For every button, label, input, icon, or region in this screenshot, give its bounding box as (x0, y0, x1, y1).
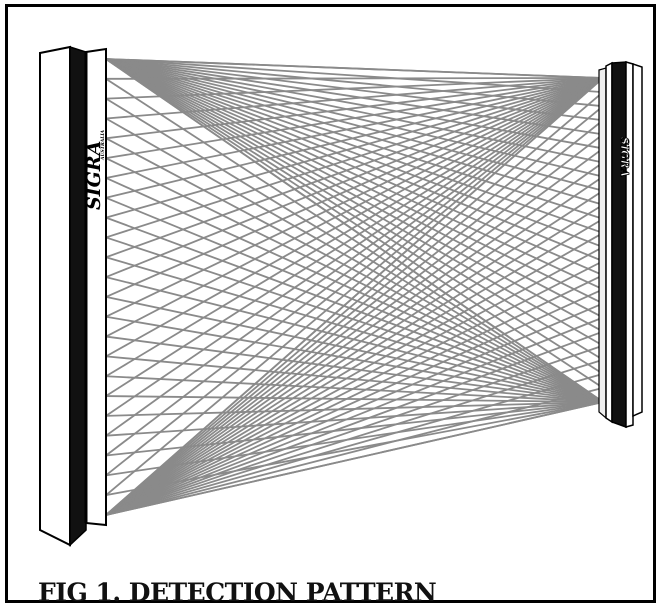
beam-line (105, 58, 604, 93)
right-post: SIGRA (598, 61, 643, 429)
beam-line (105, 78, 604, 403)
beam-line (105, 288, 604, 516)
beam-line (105, 58, 604, 347)
beam-line (105, 256, 604, 403)
beam-line (105, 401, 604, 457)
beam-line (105, 274, 604, 516)
beam-line (105, 58, 604, 122)
beam-line (105, 375, 604, 403)
beam-line (105, 58, 604, 389)
left-post: SIGRA AUSTRALIA (39, 45, 107, 547)
beam-line (105, 119, 604, 516)
beam-line (105, 77, 604, 417)
left-post-side-face (69, 45, 87, 547)
beam-line (105, 232, 604, 516)
beam-line (105, 315, 604, 403)
beam-line (105, 77, 604, 298)
right-post-back-face (632, 62, 643, 418)
beam-line (105, 358, 604, 516)
figure-caption: FIG 1. DETECTION PATTERN (38, 578, 437, 607)
beam-line (105, 133, 604, 516)
beam-line (105, 77, 604, 397)
beam-line (105, 401, 604, 497)
right-post-lens-strip (598, 67, 607, 420)
beam-line (105, 177, 604, 403)
beam-line (105, 401, 604, 437)
right-post-panel (625, 61, 634, 428)
beam-line (105, 91, 604, 516)
beam-line (105, 58, 604, 262)
beam-line (105, 137, 604, 403)
beam-line (105, 77, 604, 100)
beam-line (105, 77, 604, 338)
beam-line (105, 77, 604, 179)
beam-line (105, 58, 604, 361)
beam-line (105, 77, 604, 278)
beam-lines (105, 58, 604, 516)
right-post-front-face (605, 61, 613, 424)
beam-line (105, 77, 604, 358)
beam-line (105, 58, 604, 291)
beam-line (105, 97, 604, 403)
beam-line (105, 58, 604, 333)
right-post-side-face (611, 61, 627, 429)
beam-line (105, 157, 604, 403)
beam-line (105, 58, 604, 206)
beam-line (105, 117, 604, 403)
beam-line (105, 189, 604, 516)
left-post-panel (85, 47, 107, 527)
beam-line (105, 401, 604, 516)
beam-line (105, 260, 604, 516)
beam-line (105, 218, 604, 516)
beam-line (105, 246, 604, 516)
beam-line (105, 355, 604, 403)
beam-line (105, 58, 604, 220)
beam-line (105, 236, 604, 403)
beam-line (105, 58, 604, 248)
beam-line (105, 77, 604, 318)
beam-line (105, 401, 604, 477)
beam-line (105, 58, 604, 234)
beam-line (105, 147, 604, 516)
beam-line (105, 395, 604, 403)
beam-line (105, 77, 604, 477)
beam-line (105, 77, 604, 219)
beam-line (105, 77, 604, 120)
beam-line (105, 387, 604, 516)
beam-line (105, 77, 604, 457)
left-brand-subtitle: AUSTRALIA (100, 129, 106, 161)
beam-line (105, 58, 604, 192)
beam-line (105, 77, 604, 377)
beam-line (105, 58, 604, 79)
beam-line (105, 296, 604, 403)
beam-line (105, 77, 604, 140)
beam-line (105, 77, 604, 80)
beam-line (105, 175, 604, 516)
left-brand-logo: SIGRA (83, 141, 105, 210)
beam-line (105, 77, 604, 259)
beam-line (105, 77, 604, 437)
beam-line (105, 77, 604, 516)
beam-line (105, 77, 604, 199)
beam-line (105, 77, 604, 160)
beam-line (105, 335, 604, 403)
left-post-front-face (39, 45, 71, 547)
beam-line (105, 77, 604, 239)
beam-line (105, 216, 604, 403)
beam-line (105, 401, 604, 417)
beam-line (105, 58, 604, 305)
right-brand-logo: SIGRA (618, 137, 631, 178)
beam-line (105, 196, 604, 403)
beam-line (105, 58, 604, 403)
beam-line (105, 77, 604, 496)
beam-line (105, 276, 604, 403)
